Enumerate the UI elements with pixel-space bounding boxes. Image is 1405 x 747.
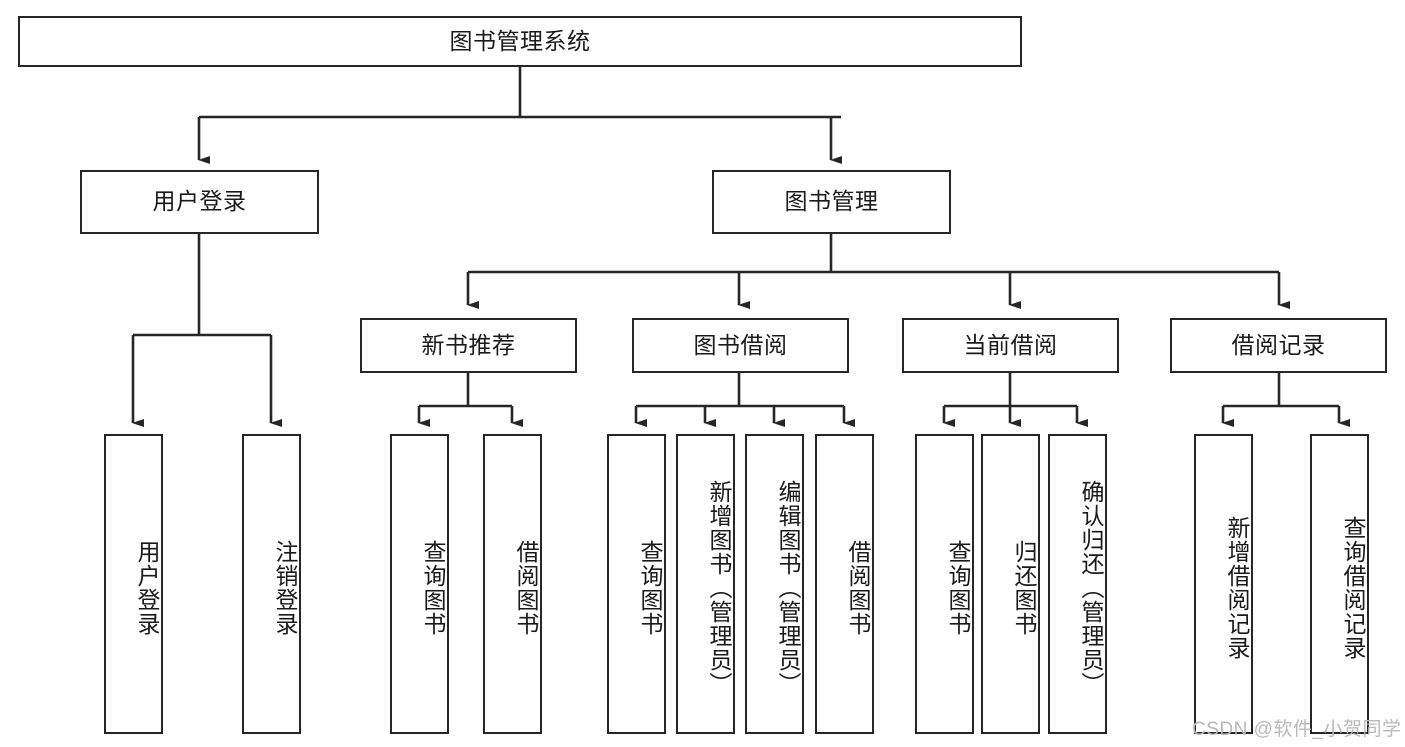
node-borrow-book-1[interactable]: 借阅图书	[483, 434, 542, 734]
node-return-book[interactable]: 归还图书	[981, 434, 1040, 734]
node-add-book-admin[interactable]: 新增图书（管理员）	[676, 434, 735, 734]
node-query-book-3[interactable]: 查询图书	[915, 434, 974, 734]
node-root-图书管理系统[interactable]: 图书管理系统	[18, 16, 1022, 67]
edges-userlogin-to-children	[131, 234, 282, 427]
node-label: 新书推荐	[421, 331, 516, 358]
node-label: 图书管理	[784, 188, 879, 215]
edges-currentborrow-to-leaves	[942, 373, 1088, 427]
edges-borrowrecord-to-leaves	[1221, 373, 1350, 427]
node-label: 查询借阅记录	[1340, 516, 1366, 660]
node-current-borrow[interactable]: 当前借阅	[902, 318, 1119, 373]
edges-root-to-level2	[197, 67, 842, 164]
node-label: 新增图书（管理员）	[706, 480, 732, 696]
node-add-borrow-record[interactable]: 新增借阅记录	[1194, 434, 1253, 734]
edges-newbook-to-leaves	[417, 373, 523, 427]
watermark: CSDN @软件_小贺同学	[1192, 719, 1402, 740]
node-label: 图书借阅	[693, 331, 788, 358]
node-new-book-recommend[interactable]: 新书推荐	[360, 318, 577, 373]
node-label: 用户登录	[134, 540, 160, 636]
node-label: 编辑图书（管理员）	[775, 480, 801, 696]
node-label: 归还图书	[1011, 540, 1037, 636]
node-user-login[interactable]: 用户登录	[80, 170, 319, 234]
node-label: 注销登录	[272, 540, 298, 636]
node-edit-book-admin[interactable]: 编辑图书（管理员）	[745, 434, 804, 734]
node-book-management[interactable]: 图书管理	[712, 170, 951, 234]
node-user-logout-action[interactable]: 注销登录	[242, 434, 301, 734]
node-query-book-1[interactable]: 查询图书	[390, 434, 449, 734]
node-label: 图书管理系统	[449, 27, 591, 54]
node-confirm-return-admin[interactable]: 确认归还（管理员）	[1048, 434, 1107, 734]
node-label: 查询图书	[637, 540, 663, 636]
node-borrow-record[interactable]: 借阅记录	[1170, 318, 1387, 373]
node-query-borrow-record[interactable]: 查询借阅记录	[1310, 434, 1369, 734]
node-label: 借阅图书	[845, 540, 871, 636]
node-label: 借阅图书	[513, 540, 539, 636]
node-label: 查询图书	[945, 540, 971, 636]
node-label: 用户登录	[152, 188, 247, 215]
node-label: 当前借阅	[963, 331, 1058, 358]
edges-bookborrow-to-leaves	[634, 373, 855, 427]
node-query-book-2[interactable]: 查询图书	[607, 434, 666, 734]
node-borrow-book-2[interactable]: 借阅图书	[815, 434, 874, 734]
node-label: 查询图书	[420, 540, 446, 636]
node-user-login-action[interactable]: 用户登录	[104, 434, 163, 734]
edges-bookmgmt-to-level3	[466, 234, 1290, 309]
node-label: 确认归还（管理员）	[1078, 480, 1104, 696]
node-label: 新增借阅记录	[1224, 516, 1250, 660]
node-book-borrow[interactable]: 图书借阅	[632, 318, 849, 373]
node-label: 借阅记录	[1231, 331, 1326, 358]
